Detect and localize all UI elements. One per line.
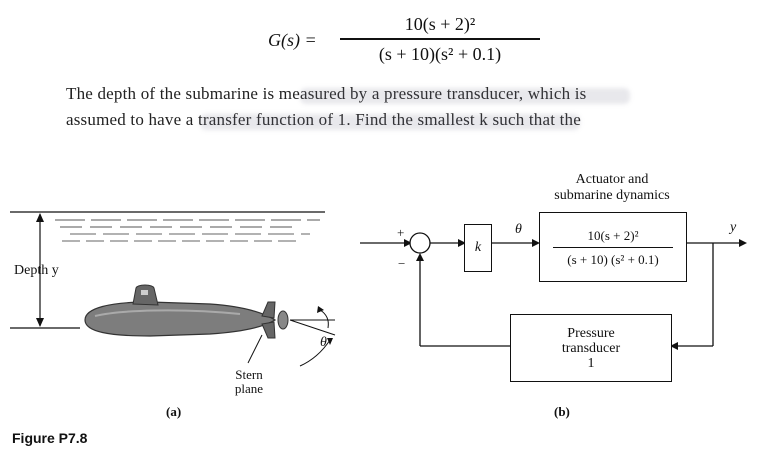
paragraph-line-2: assumed to have a transfer function of 1… [66, 110, 581, 129]
actuator-title-line-1: Actuator and [575, 172, 649, 187]
output-label: y [730, 220, 737, 235]
scan-smudge-2 [200, 114, 580, 130]
block-diagram [360, 232, 747, 350]
equation-lhs: G(s) = [268, 30, 317, 50]
paragraph-line-1: The depth of the submarine is measured b… [66, 84, 587, 103]
plant-tf-denominator: (s + 10) (s² + 0.1) [567, 251, 659, 267]
sensor-line-2: transducer [561, 340, 621, 356]
minus-sign: − [398, 256, 406, 271]
caption-b: (b) [554, 404, 570, 419]
gain-block: k [464, 224, 492, 272]
gain-label: k [474, 240, 482, 255]
sensor-line-1: Pressure [567, 325, 615, 341]
transfer-function-equation: G(s) = 10(s + 2)² (s + 10)(s² + 0.1) [0, 0, 760, 80]
plant-block: 10(s + 2)² (s + 10) (s² + 0.1) [539, 212, 687, 282]
sensor-line-3: 1 [587, 355, 595, 371]
plant-tf-bar [553, 246, 673, 248]
scan-smudge-1 [300, 88, 630, 104]
theta-signal-label: θ [515, 222, 522, 237]
stern-label-line-2: plane [234, 381, 264, 396]
depth-label: Depth y [14, 263, 59, 278]
sensor-block: Pressure transducer 1 [510, 314, 672, 382]
actuator-title-line-2: submarine dynamics [554, 188, 670, 203]
summing-junction [409, 232, 431, 254]
plus-sign: + [397, 225, 405, 240]
plant-tf-numerator: 10(s + 2)² [587, 227, 639, 243]
equation-denominator: (s + 10)(s² + 0.1) [378, 43, 502, 64]
submarine-illustration [10, 211, 336, 367]
equation-fraction: 10(s + 2)² (s + 10)(s² + 0.1) [340, 12, 540, 66]
equation-fraction-bar [340, 38, 540, 40]
equation-numerator: 10(s + 2)² [404, 14, 476, 34]
stern-label-line-1: Stern [235, 367, 263, 382]
caption-a: (a) [166, 404, 182, 419]
figure-title: Figure P7.8 [12, 430, 88, 446]
theta-angle-label: θ [320, 335, 327, 350]
